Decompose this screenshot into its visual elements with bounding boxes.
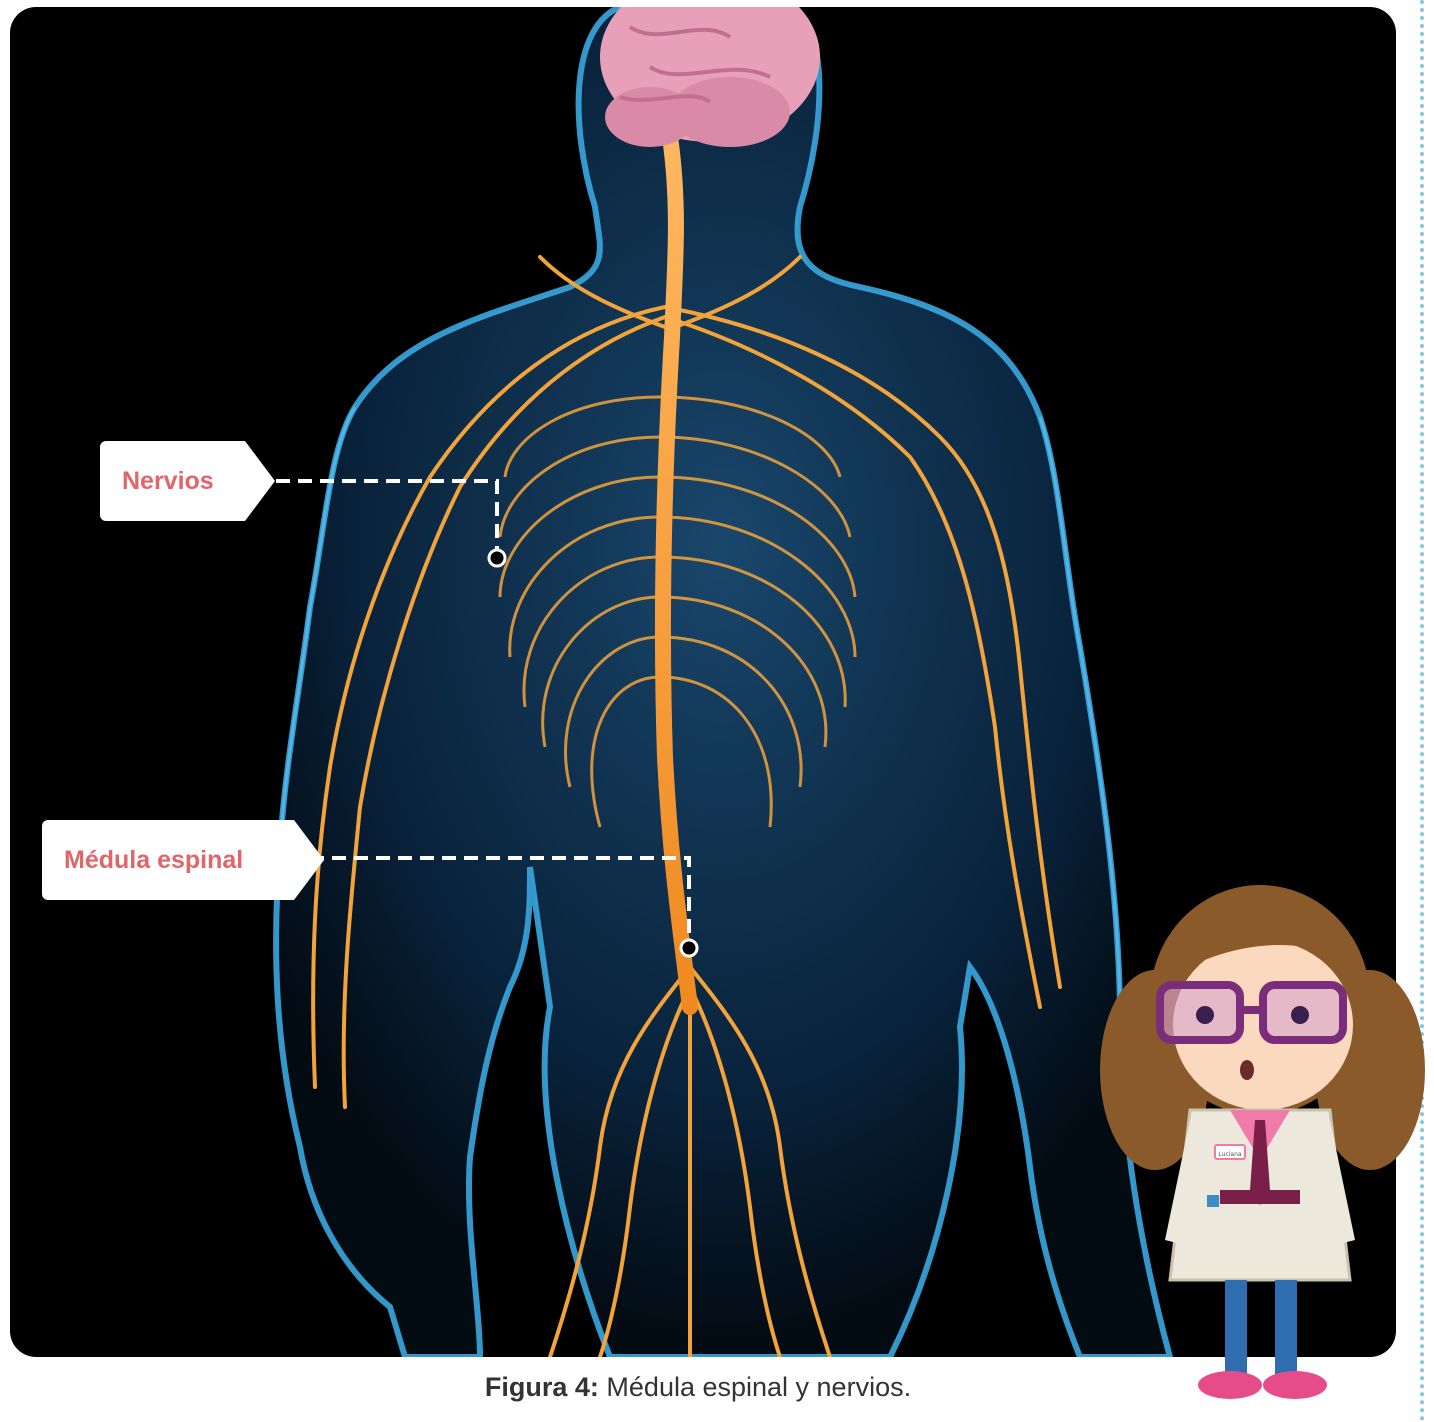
figure-caption-prefix: Figura 4:: [485, 1372, 599, 1402]
scientist-girl-illustration: Luciana: [1095, 860, 1425, 1415]
name-badge-text: Luciana: [1218, 1151, 1241, 1158]
figure-caption-text: Médula espinal y nervios.: [606, 1372, 911, 1402]
medula-espinal-label: Médula espinal: [42, 820, 294, 900]
nervios-label-text: Nervios: [122, 467, 214, 496]
nervios-label: Nervios: [100, 441, 245, 521]
figure-caption: Figura 4: Médula espinal y nervios.: [0, 1372, 1396, 1403]
medula-espinal-label-text: Médula espinal: [64, 846, 243, 875]
